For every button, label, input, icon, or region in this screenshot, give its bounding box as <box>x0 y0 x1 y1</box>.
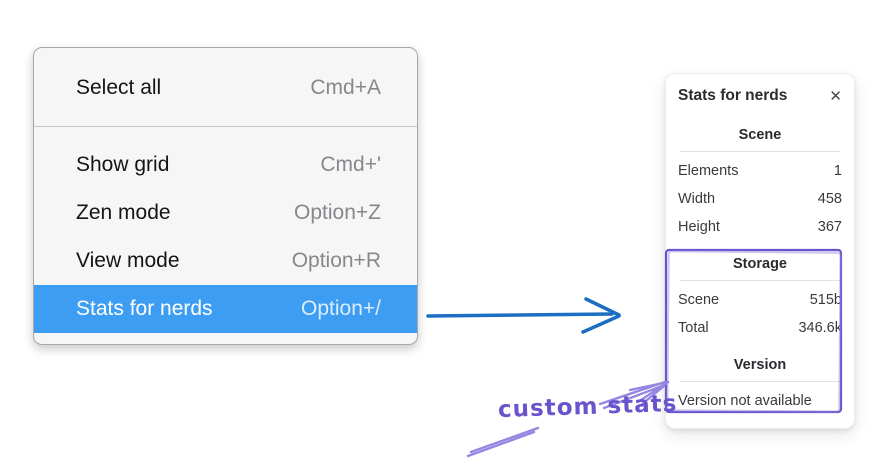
close-icon[interactable]: ✕ <box>829 87 842 105</box>
menu-item-shortcut: Cmd+' <box>320 153 381 176</box>
stat-value: 515b <box>809 292 842 308</box>
menu-item-label: View mode <box>76 249 180 272</box>
menu-item-shortcut: Cmd+A <box>310 76 381 99</box>
custom-stats-label: custom stats <box>497 390 678 424</box>
stats-panel-header: Stats for nerds ✕ <box>678 87 842 105</box>
menu-item-label: Select all <box>76 76 162 99</box>
stat-label: Height <box>678 219 720 235</box>
menu-group: Show grid Cmd+' Zen mode Option+Z View m… <box>34 127 417 344</box>
stat-label: Total <box>678 320 709 336</box>
storage-section-heading: Storage <box>733 256 787 272</box>
menu-item-stats-for-nerds[interactable]: Stats for nerds Option+/ <box>34 285 417 333</box>
menu-item-label: Show grid <box>76 153 170 176</box>
stat-value: 458 <box>817 191 842 207</box>
menu-item-select-all[interactable]: Select all Cmd+A <box>34 64 417 112</box>
stats-panel-title: Stats for nerds <box>678 87 788 104</box>
version-section-heading: Version <box>733 357 787 373</box>
context-menu: Select all Cmd+A Show grid Cmd+' Zen mod… <box>33 47 418 345</box>
scene-section-heading: Scene <box>738 127 782 143</box>
menu-item-zen-mode[interactable]: Zen mode Option+Z <box>34 189 417 237</box>
section-divider <box>680 381 840 382</box>
stat-row-width: Width 458 <box>678 185 842 213</box>
stat-value: 1 <box>833 163 842 179</box>
stat-value: 346.6k <box>798 320 842 336</box>
stat-value: 367 <box>817 219 842 235</box>
menu-item-label: Stats for nerds <box>76 297 213 320</box>
stat-label: Width <box>678 191 716 207</box>
stat-row-elements: Elements 1 <box>678 157 842 185</box>
menu-item-label: Zen mode <box>76 201 171 224</box>
section-divider <box>680 151 840 152</box>
version-note: Version not available <box>678 393 812 409</box>
menu-item-shortcut: Option+/ <box>301 297 381 320</box>
stat-row-scene-size: Scene 515b <box>678 286 842 314</box>
blue-arrow <box>426 297 621 334</box>
stat-label: Scene <box>678 292 720 308</box>
stat-label: Elements <box>678 163 739 179</box>
section-divider <box>680 280 840 281</box>
menu-item-shortcut: Option+R <box>291 249 381 272</box>
menu-group-top: Select all Cmd+A <box>34 48 417 126</box>
menu-item-shortcut: Option+Z <box>294 201 381 224</box>
menu-item-view-mode[interactable]: View mode Option+R <box>34 237 417 285</box>
stats-panel: Stats for nerds ✕ Scene Elements 1 Width… <box>665 73 855 429</box>
menu-item-show-grid[interactable]: Show grid Cmd+' <box>34 141 417 189</box>
stat-row-height: Height 367 <box>678 213 842 241</box>
menu-divider <box>34 126 417 127</box>
stat-row-total-size: Total 346.6k <box>678 314 842 342</box>
